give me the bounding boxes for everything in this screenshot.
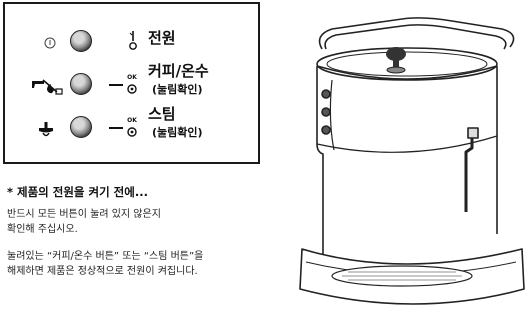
coffee-hot-water-icon	[32, 79, 63, 95]
note-paragraph-2-line-2: 해제하면 제품은 정상적으로 전원이 켜집니다.	[7, 265, 198, 277]
control-panel-callout: 전원 OK 커피/온수 (눌림확인) OK	[3, 2, 260, 164]
espresso-machine-icon	[299, 17, 525, 305]
steam-button[interactable]	[70, 116, 92, 138]
power-button[interactable]	[70, 30, 92, 52]
power-label: 전원	[148, 29, 176, 47]
coffee-hot-water-sub: (눌림확인)	[152, 83, 203, 96]
note-title: * 제품의 전원을 켜기 전에...	[7, 185, 148, 199]
power-standby-icon	[44, 37, 56, 49]
steam-label: 스팀	[148, 105, 176, 123]
steam-row: OK 스팀 (눌림확인)	[5, 105, 258, 149]
note-paragraph-1-line-1: 반드시 모든 버튼이 눌려 있지 않은지	[7, 209, 161, 220]
power-row: 전원	[5, 23, 258, 63]
coffee-dash	[109, 84, 123, 86]
coffee-hot-water-label: 커피/온수	[148, 62, 209, 80]
note-paragraph-1-line-2: 확인해 주십시오.	[7, 223, 78, 235]
note-paragraph-2-line-1: 눌려있는 “커피/온수 버튼” 또는 “스팀 버튼”을	[7, 251, 204, 262]
coffee-ok-text: OK	[127, 74, 137, 81]
steam-ok-text: OK	[127, 117, 137, 124]
coffee-hot-water-button[interactable]	[70, 73, 92, 95]
steam-sub: (눌림확인)	[152, 126, 203, 139]
steam-icon	[39, 122, 53, 137]
steam-ok-indicator-icon: OK	[127, 117, 137, 137]
note-paragraph-1: 반드시 모든 버튼이 눌려 있지 않은지 확인해 주십시오.	[7, 208, 161, 237]
coffee-row: OK 커피/온수 (눌림확인)	[5, 62, 258, 106]
coffee-ok-indicator-icon: OK	[127, 74, 137, 94]
note-paragraph-2: 눌려있는 “커피/온수 버튼” 또는 “스팀 버튼”을 해제하면 제품은 정상적…	[7, 250, 203, 279]
steam-dash	[109, 127, 123, 129]
power-indicator-icon	[129, 31, 137, 50]
